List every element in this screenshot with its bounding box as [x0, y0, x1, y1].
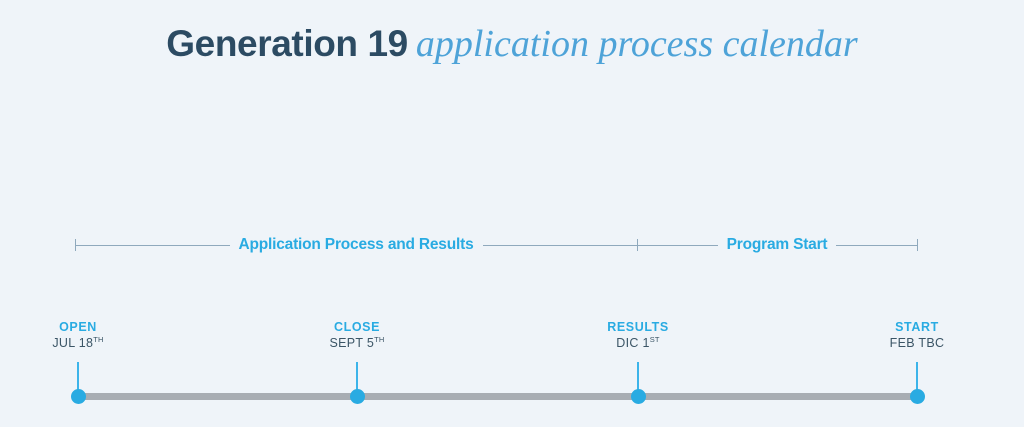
milestone-title: OPEN: [59, 320, 97, 334]
milestone-date-suffix: TH: [374, 334, 385, 344]
milestone-title: START: [895, 320, 939, 334]
phase-rule-right: [836, 244, 918, 246]
phase-segment-application: Application Process and Results: [75, 235, 638, 255]
milestone-date-main: DIC 1: [616, 336, 650, 350]
phase-label-application: Application Process and Results: [238, 236, 474, 254]
milestone-date-main: SEPT 5: [329, 336, 375, 350]
milestone-date-main: JUL 18: [52, 336, 94, 350]
phase-label-program-start: Program Start: [726, 236, 828, 254]
phase-rule-right: [482, 244, 638, 246]
milestone-date: DIC 1ST: [558, 336, 718, 351]
phase-segment-program-start: Program Start: [637, 235, 918, 255]
timeline-dot-close[interactable]: [349, 389, 365, 404]
milestone-date-suffix: ST: [649, 334, 660, 344]
milestone-connector-start: [916, 362, 918, 394]
timeline-dot-results[interactable]: [630, 389, 646, 404]
milestone-open: OPEN JUL 18TH: [0, 320, 158, 351]
timeline-track: [78, 393, 917, 400]
phase-rule-left: [75, 244, 230, 246]
milestone-results: RESULTS DIC 1ST: [558, 320, 718, 351]
milestone-close: CLOSE SEPT 5TH: [277, 320, 437, 351]
timeline-dot-start[interactable]: [909, 389, 925, 404]
milestone-title: RESULTS: [607, 320, 669, 334]
milestone-start: START FEB TBC: [837, 320, 997, 351]
phase-tick-end: [917, 239, 918, 251]
phase-tick-start: [75, 239, 76, 251]
timeline-dot-open[interactable]: [70, 389, 86, 404]
page-title-main: Generation 19: [166, 23, 408, 64]
milestone-date: FEB TBC: [837, 336, 997, 351]
milestone-date: JUL 18TH: [0, 336, 158, 351]
milestone-date-main: FEB TBC: [889, 336, 945, 350]
phase-tick-middle: [637, 239, 638, 251]
milestone-connector-close: [356, 362, 358, 394]
phase-rule-left: [637, 244, 718, 246]
page-title-accent: application process calendar: [415, 23, 858, 65]
phase-bracket-row: Application Process and Results Program …: [75, 235, 918, 255]
milestone-connector-open: [77, 362, 79, 394]
milestone-title: CLOSE: [333, 320, 381, 334]
milestone-connector-results: [637, 362, 639, 394]
milestone-date: SEPT 5TH: [277, 336, 437, 351]
milestone-date-suffix: TH: [93, 334, 104, 344]
